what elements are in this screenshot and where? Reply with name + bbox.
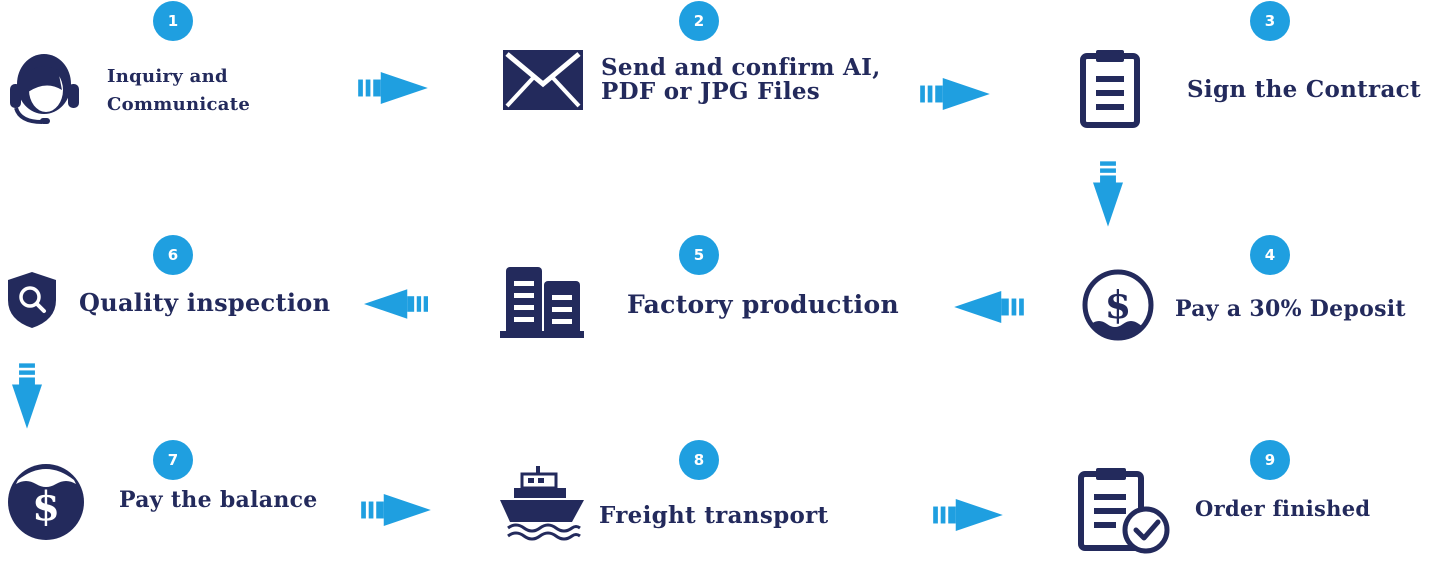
arrow-right-4 — [932, 499, 1004, 531]
step-9-badge: 9 — [1250, 440, 1290, 480]
svg-text:$: $ — [32, 483, 60, 530]
step-6-label: Quality inspection — [79, 288, 331, 317]
headset-icon — [10, 54, 79, 124]
step-3-label: Sign the Contract — [1187, 76, 1421, 103]
factory-buildings-icon — [500, 267, 584, 338]
step-2-badge: 2 — [679, 1, 719, 41]
step-5-badge: 5 — [679, 235, 719, 275]
step-8-badge: 8 — [679, 440, 719, 480]
clipboard-check-icon — [1078, 468, 1170, 554]
arrow-down-2 — [12, 360, 42, 432]
cargo-ship-icon — [500, 466, 584, 541]
step-2-label: Send and confirm AI, PDF or JPG Files — [601, 54, 881, 105]
arrow-right-1 — [357, 72, 429, 104]
step-1-badge: 1 — [153, 1, 193, 41]
envelope-icon — [503, 50, 583, 110]
step-9-label: Order finished — [1195, 496, 1371, 521]
step-5-label: Factory production — [627, 290, 899, 319]
arrow-down-1 — [1093, 158, 1123, 230]
dollar-coin-icon: $ — [8, 464, 84, 540]
arrow-left-1 — [953, 291, 1025, 323]
step-7-label: Pay the balance — [119, 487, 318, 513]
svg-text:$: $ — [1105, 282, 1131, 327]
step-4-label: Pay a 30% Deposit — [1175, 296, 1406, 322]
shield-search-icon — [8, 272, 56, 328]
step-8-label: Freight transport — [599, 502, 829, 529]
step-1-label: Inquiry and Communicate — [107, 66, 251, 115]
step-7-badge: 7 — [153, 440, 193, 480]
step-3-badge: 3 — [1250, 1, 1290, 41]
arrow-right-2 — [919, 78, 991, 110]
step-4-badge: 4 — [1250, 235, 1290, 275]
dollar-coin-icon: $ — [1082, 269, 1154, 341]
clipboard-icon — [1080, 50, 1140, 128]
arrow-left-2 — [364, 289, 428, 319]
arrow-right-3 — [360, 494, 432, 526]
step-6-badge: 6 — [153, 235, 193, 275]
